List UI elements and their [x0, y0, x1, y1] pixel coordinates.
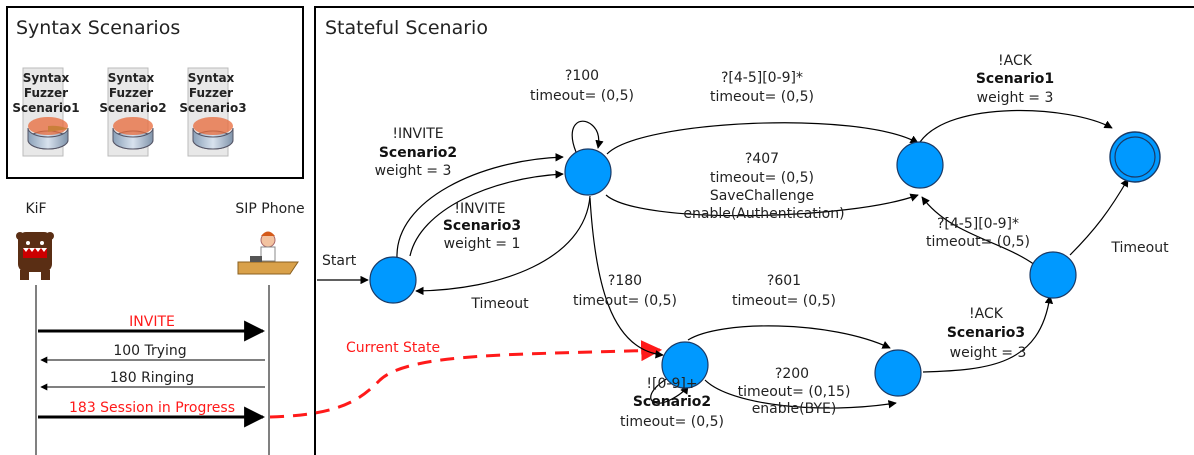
label-mid-arc-3: SaveChallenge	[710, 188, 814, 204]
current-state-arrow	[269, 340, 663, 419]
label-200-3: enable(BYE)	[752, 401, 837, 417]
edge-601	[687, 325, 891, 349]
label-601-1: ?601	[767, 273, 801, 289]
edge-200	[704, 379, 897, 409]
edge-ack1	[919, 109, 1113, 143]
label-200-1: ?200	[775, 366, 809, 382]
label-loop2-3: timeout= (0,5)	[620, 414, 724, 430]
msg-100: 100 Trying	[113, 343, 186, 359]
label-ack3-2: Scenario3	[947, 325, 1025, 341]
state-start	[369, 256, 417, 304]
state-invited	[564, 148, 612, 196]
edge-right-arc	[921, 196, 1036, 266]
label-ack3-1: !ACK	[969, 306, 1004, 322]
state-final	[1109, 131, 1161, 183]
edge-180	[589, 197, 664, 359]
kif-mascot-icon	[16, 232, 54, 280]
svg-text:Fuzzer: Fuzzer	[109, 86, 153, 100]
edge-timeout-right	[1069, 178, 1129, 256]
svg-text:Fuzzer: Fuzzer	[189, 86, 233, 100]
state-error	[896, 141, 944, 189]
label-timeout-right: Timeout	[1110, 240, 1169, 256]
label-loop2-2: Scenario2	[633, 394, 711, 410]
edge-timeout-back	[415, 195, 591, 296]
label-inv3-2: Scenario3	[443, 218, 521, 234]
label-ack1-3: weight = 3	[977, 90, 1054, 106]
msg-180: 180 Ringing	[110, 370, 194, 386]
label-right-arc-2: timeout= (0,5)	[926, 234, 1030, 250]
svg-text:Scenario2: Scenario2	[99, 101, 166, 115]
sip-phone-label: SIP Phone	[235, 201, 304, 217]
label-mid-arc-2: timeout= (0,5)	[710, 170, 814, 186]
fuzzer-icon-2: Syntax Fuzzer Scenario2	[99, 67, 167, 157]
label-inv3-3: weight = 1	[444, 236, 521, 252]
label-top-arc-1: ?[4-5][0-9]*	[721, 70, 803, 86]
fuzzer-icon-1: Syntax Fuzzer Scenario1	[12, 67, 80, 157]
label-top-arc-2: timeout= (0,5)	[710, 89, 814, 105]
label-loop100-1: ?100	[565, 68, 599, 84]
sip-phone-user-icon	[237, 231, 299, 275]
label-inv2-2: Scenario2	[379, 145, 457, 161]
label-loop2-1: ![0-9]+	[646, 376, 697, 392]
label-mid-arc-4: enable(Authentication)	[683, 206, 844, 222]
label-180-2: timeout= (0,5)	[573, 293, 677, 309]
stateful-panel-title: Stateful Scenario	[325, 17, 488, 39]
svg-text:Scenario1: Scenario1	[12, 101, 79, 115]
state-acked	[1029, 251, 1077, 299]
edge-ack3	[922, 295, 1054, 373]
label-timeout-back: Timeout	[470, 296, 529, 312]
svg-text:Scenario3: Scenario3	[179, 101, 246, 115]
current-state-label: Current State	[346, 340, 440, 356]
label-601-2: timeout= (0,5)	[732, 293, 836, 309]
svg-text:Syntax: Syntax	[108, 71, 155, 85]
edge-loop100	[571, 120, 604, 153]
edge-loop2	[650, 377, 689, 404]
msg-invite: INVITE	[129, 314, 175, 330]
state-ok	[874, 349, 922, 397]
state-ringing	[661, 341, 709, 389]
label-180-1: ?180	[608, 273, 642, 289]
edge-inv3	[409, 170, 564, 257]
msg-183: 183 Session in Progress	[69, 400, 235, 416]
syntax-panel	[6, 6, 304, 179]
label-ack3-3: weight = 3	[950, 345, 1027, 361]
label-loop100-2: timeout= (0,5)	[530, 88, 634, 104]
label-inv3-1: !INVITE	[454, 201, 505, 217]
label-ack1-2: Scenario1	[976, 71, 1054, 87]
label-inv2-1: !INVITE	[392, 126, 443, 142]
edge-mid-arc	[605, 193, 919, 217]
stateful-panel	[314, 6, 1194, 455]
kif-label: KiF	[25, 201, 46, 217]
fuzzer-icon-3: Syntax Fuzzer Scenario3	[179, 67, 247, 157]
label-right-arc-1: ?[4-5][0-9]*	[937, 216, 1019, 232]
label-ack1-1: !ACK	[998, 53, 1033, 69]
start-label: Start	[322, 253, 357, 269]
svg-text:Syntax: Syntax	[23, 71, 70, 85]
edge-inv2	[396, 153, 564, 259]
state-final-inner	[1114, 136, 1156, 178]
edge-top-arc	[606, 122, 919, 155]
label-mid-arc-1: ?407	[745, 151, 779, 167]
svg-text:Syntax: Syntax	[188, 71, 235, 85]
svg-text:Fuzzer: Fuzzer	[24, 86, 68, 100]
label-200-2: timeout= (0,15)	[738, 384, 851, 400]
label-inv2-3: weight = 3	[375, 163, 452, 179]
syntax-panel-title: Syntax Scenarios	[16, 17, 180, 39]
